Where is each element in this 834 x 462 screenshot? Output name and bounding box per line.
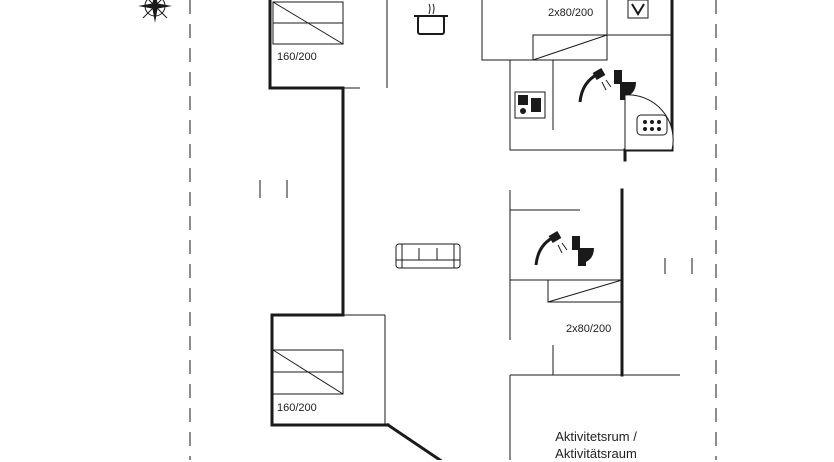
bed-icon	[532, 34, 608, 61]
washing-machine-icon	[627, 0, 649, 19]
bed-icon	[272, 1, 344, 45]
bed-icon	[272, 349, 344, 395]
sofa-icon	[395, 243, 461, 269]
compass-icon	[138, 0, 172, 23]
wall-bottom-diagonal	[385, 422, 443, 460]
toilet-icon	[572, 236, 594, 266]
room-label-activity-line1: Aktivitetsrum /	[555, 429, 637, 444]
room-label-activity-line2: Aktivitätsraum	[555, 446, 637, 461]
bed-size-label-top-left: 160/200	[277, 51, 317, 63]
bed-size-label-bottom-left: 160/200	[277, 402, 317, 414]
bed-size-label-top-right: 2x80/200	[548, 7, 594, 19]
wall-top-left-wing	[268, 0, 390, 427]
toilet-icon	[614, 70, 636, 100]
shower-icon	[578, 68, 612, 103]
washing-machine-icon	[514, 91, 546, 119]
shower-icon	[534, 231, 568, 266]
cooking-pot-icon	[414, 3, 448, 35]
room-label-activity: Aktivitetsrum / Aktivitätsraum	[516, 428, 676, 462]
wall-middle-bath	[509, 190, 580, 211]
bed-size-label-mid-right: 2x80/200	[566, 323, 612, 335]
bed-icon	[547, 279, 623, 303]
whirlpool-icon	[624, 94, 674, 151]
